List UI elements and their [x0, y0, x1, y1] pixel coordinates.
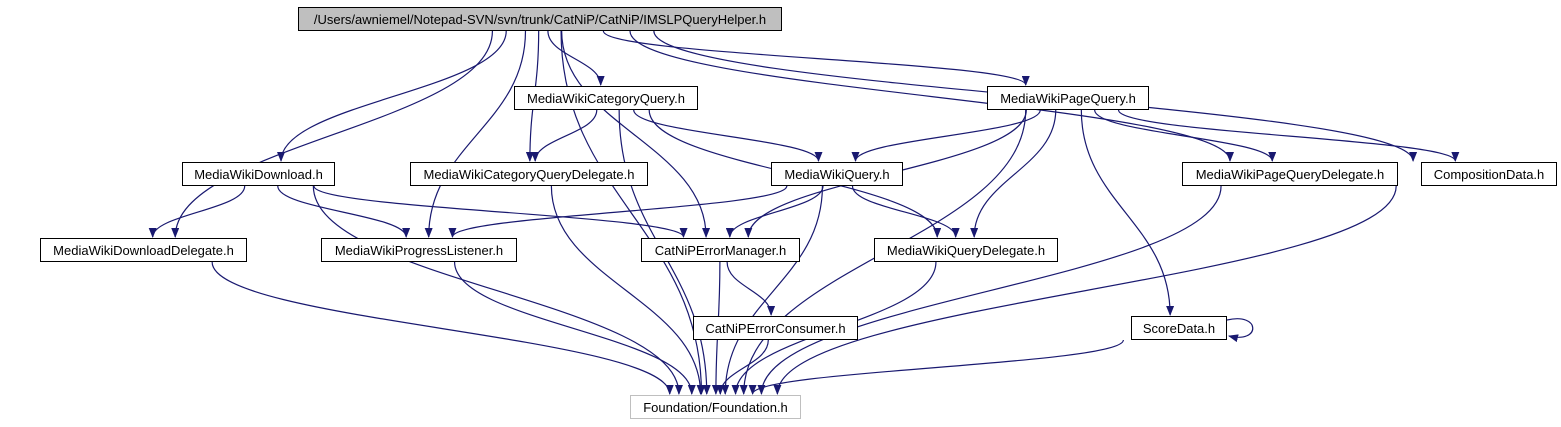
edge-query-to-query-delegate	[851, 185, 960, 238]
node-error-manager[interactable]: CatNiPErrorManager.h	[641, 238, 800, 262]
node-page-query[interactable]: MediaWikiPageQuery.h	[987, 86, 1149, 110]
node-label: /Users/awniemel/Notepad-SVN/svn/trunk/Ca…	[313, 11, 767, 27]
node-page-query-delegate[interactable]: MediaWikiPageQueryDelegate.h	[1182, 162, 1398, 186]
edge-page-query-to-composition-data	[1117, 109, 1460, 162]
node-download-delegate[interactable]: MediaWikiDownloadDelegate.h	[40, 238, 247, 262]
edge-download-delegate-to-foundation	[211, 261, 674, 395]
node-label: CatNiPErrorConsumer.h	[705, 320, 846, 336]
edge-download-to-error-manager	[313, 185, 688, 238]
edge-composition-data-to-foundation	[773, 185, 1397, 395]
edge-category-query-to-category-query-delegate	[531, 109, 598, 162]
node-foundation[interactable]: Foundation/Foundation.h	[630, 395, 801, 419]
edge-page-query-to-query-delegate	[970, 109, 1057, 238]
edge-download-to-progress-listener	[277, 185, 411, 238]
edge-page-query-to-page-query-delegate	[1094, 109, 1277, 162]
node-query-delegate[interactable]: MediaWikiQueryDelegate.h	[874, 238, 1058, 262]
node-category-query[interactable]: MediaWikiCategoryQuery.h	[514, 86, 698, 110]
node-label: MediaWikiPageQueryDelegate.h	[1195, 166, 1385, 182]
edge-error-consumer-to-foundation	[716, 339, 769, 395]
node-label: MediaWikiQueryDelegate.h	[886, 242, 1046, 258]
node-label: ScoreData.h	[1142, 320, 1216, 336]
edge-root-to-page-query	[602, 30, 1030, 86]
node-label: Foundation/Foundation.h	[643, 399, 788, 415]
edge-progress-listener-to-foundation	[453, 261, 696, 395]
node-composition-data[interactable]: CompositionData.h	[1421, 162, 1557, 186]
edge-download-to-download-delegate	[148, 185, 246, 238]
node-query[interactable]: MediaWikiQuery.h	[771, 162, 903, 186]
node-label: MediaWikiCategoryQueryDelegate.h	[423, 166, 635, 182]
node-label: MediaWikiDownloadDelegate.h	[53, 242, 234, 258]
edge-query-to-error-manager	[725, 185, 824, 238]
node-label: CatNiPErrorManager.h	[654, 242, 787, 258]
edge-page-query-delegate-to-foundation	[757, 185, 1222, 395]
node-label: CompositionData.h	[1433, 166, 1545, 182]
node-label: MediaWikiQuery.h	[784, 166, 890, 182]
node-label: MediaWikiPageQuery.h	[1000, 90, 1136, 106]
edge-query-to-foundation	[721, 185, 824, 395]
edge-root-to-category-query	[547, 30, 605, 86]
node-label: MediaWikiProgressListener.h	[334, 242, 504, 258]
node-error-consumer[interactable]: CatNiPErrorConsumer.h	[693, 316, 858, 340]
node-category-query-delegate[interactable]: MediaWikiCategoryQueryDelegate.h	[410, 162, 648, 186]
node-label: MediaWikiDownload.h	[194, 166, 323, 182]
edge-score-data-to-score-data	[1226, 318, 1254, 343]
edge-page-query-to-query	[851, 109, 1041, 162]
edge-page-query-to-score-data	[1080, 109, 1175, 316]
edge-category-query-delegate-to-foundation	[550, 185, 705, 395]
edge-score-data-to-foundation	[748, 339, 1124, 395]
edge-root-to-page-query-delegate	[629, 30, 1234, 162]
node-download[interactable]: MediaWikiDownload.h	[182, 162, 335, 186]
edge-download-to-foundation	[312, 185, 683, 395]
node-label: MediaWikiCategoryQuery.h	[527, 90, 685, 106]
edge-error-manager-to-error-consumer	[726, 261, 776, 316]
node-root-header[interactable]: /Users/awniemel/Notepad-SVN/svn/trunk/Ca…	[298, 7, 782, 31]
edge-root-to-progress-listener	[424, 30, 527, 238]
node-score-data[interactable]: ScoreData.h	[1131, 316, 1227, 340]
edge-root-to-download-delegate	[171, 30, 494, 238]
edge-query-to-progress-listener	[448, 185, 788, 238]
edge-category-query-to-query	[633, 109, 823, 162]
edge-root-to-download	[277, 30, 507, 162]
node-progress-listener[interactable]: MediaWikiProgressListener.h	[321, 238, 517, 262]
